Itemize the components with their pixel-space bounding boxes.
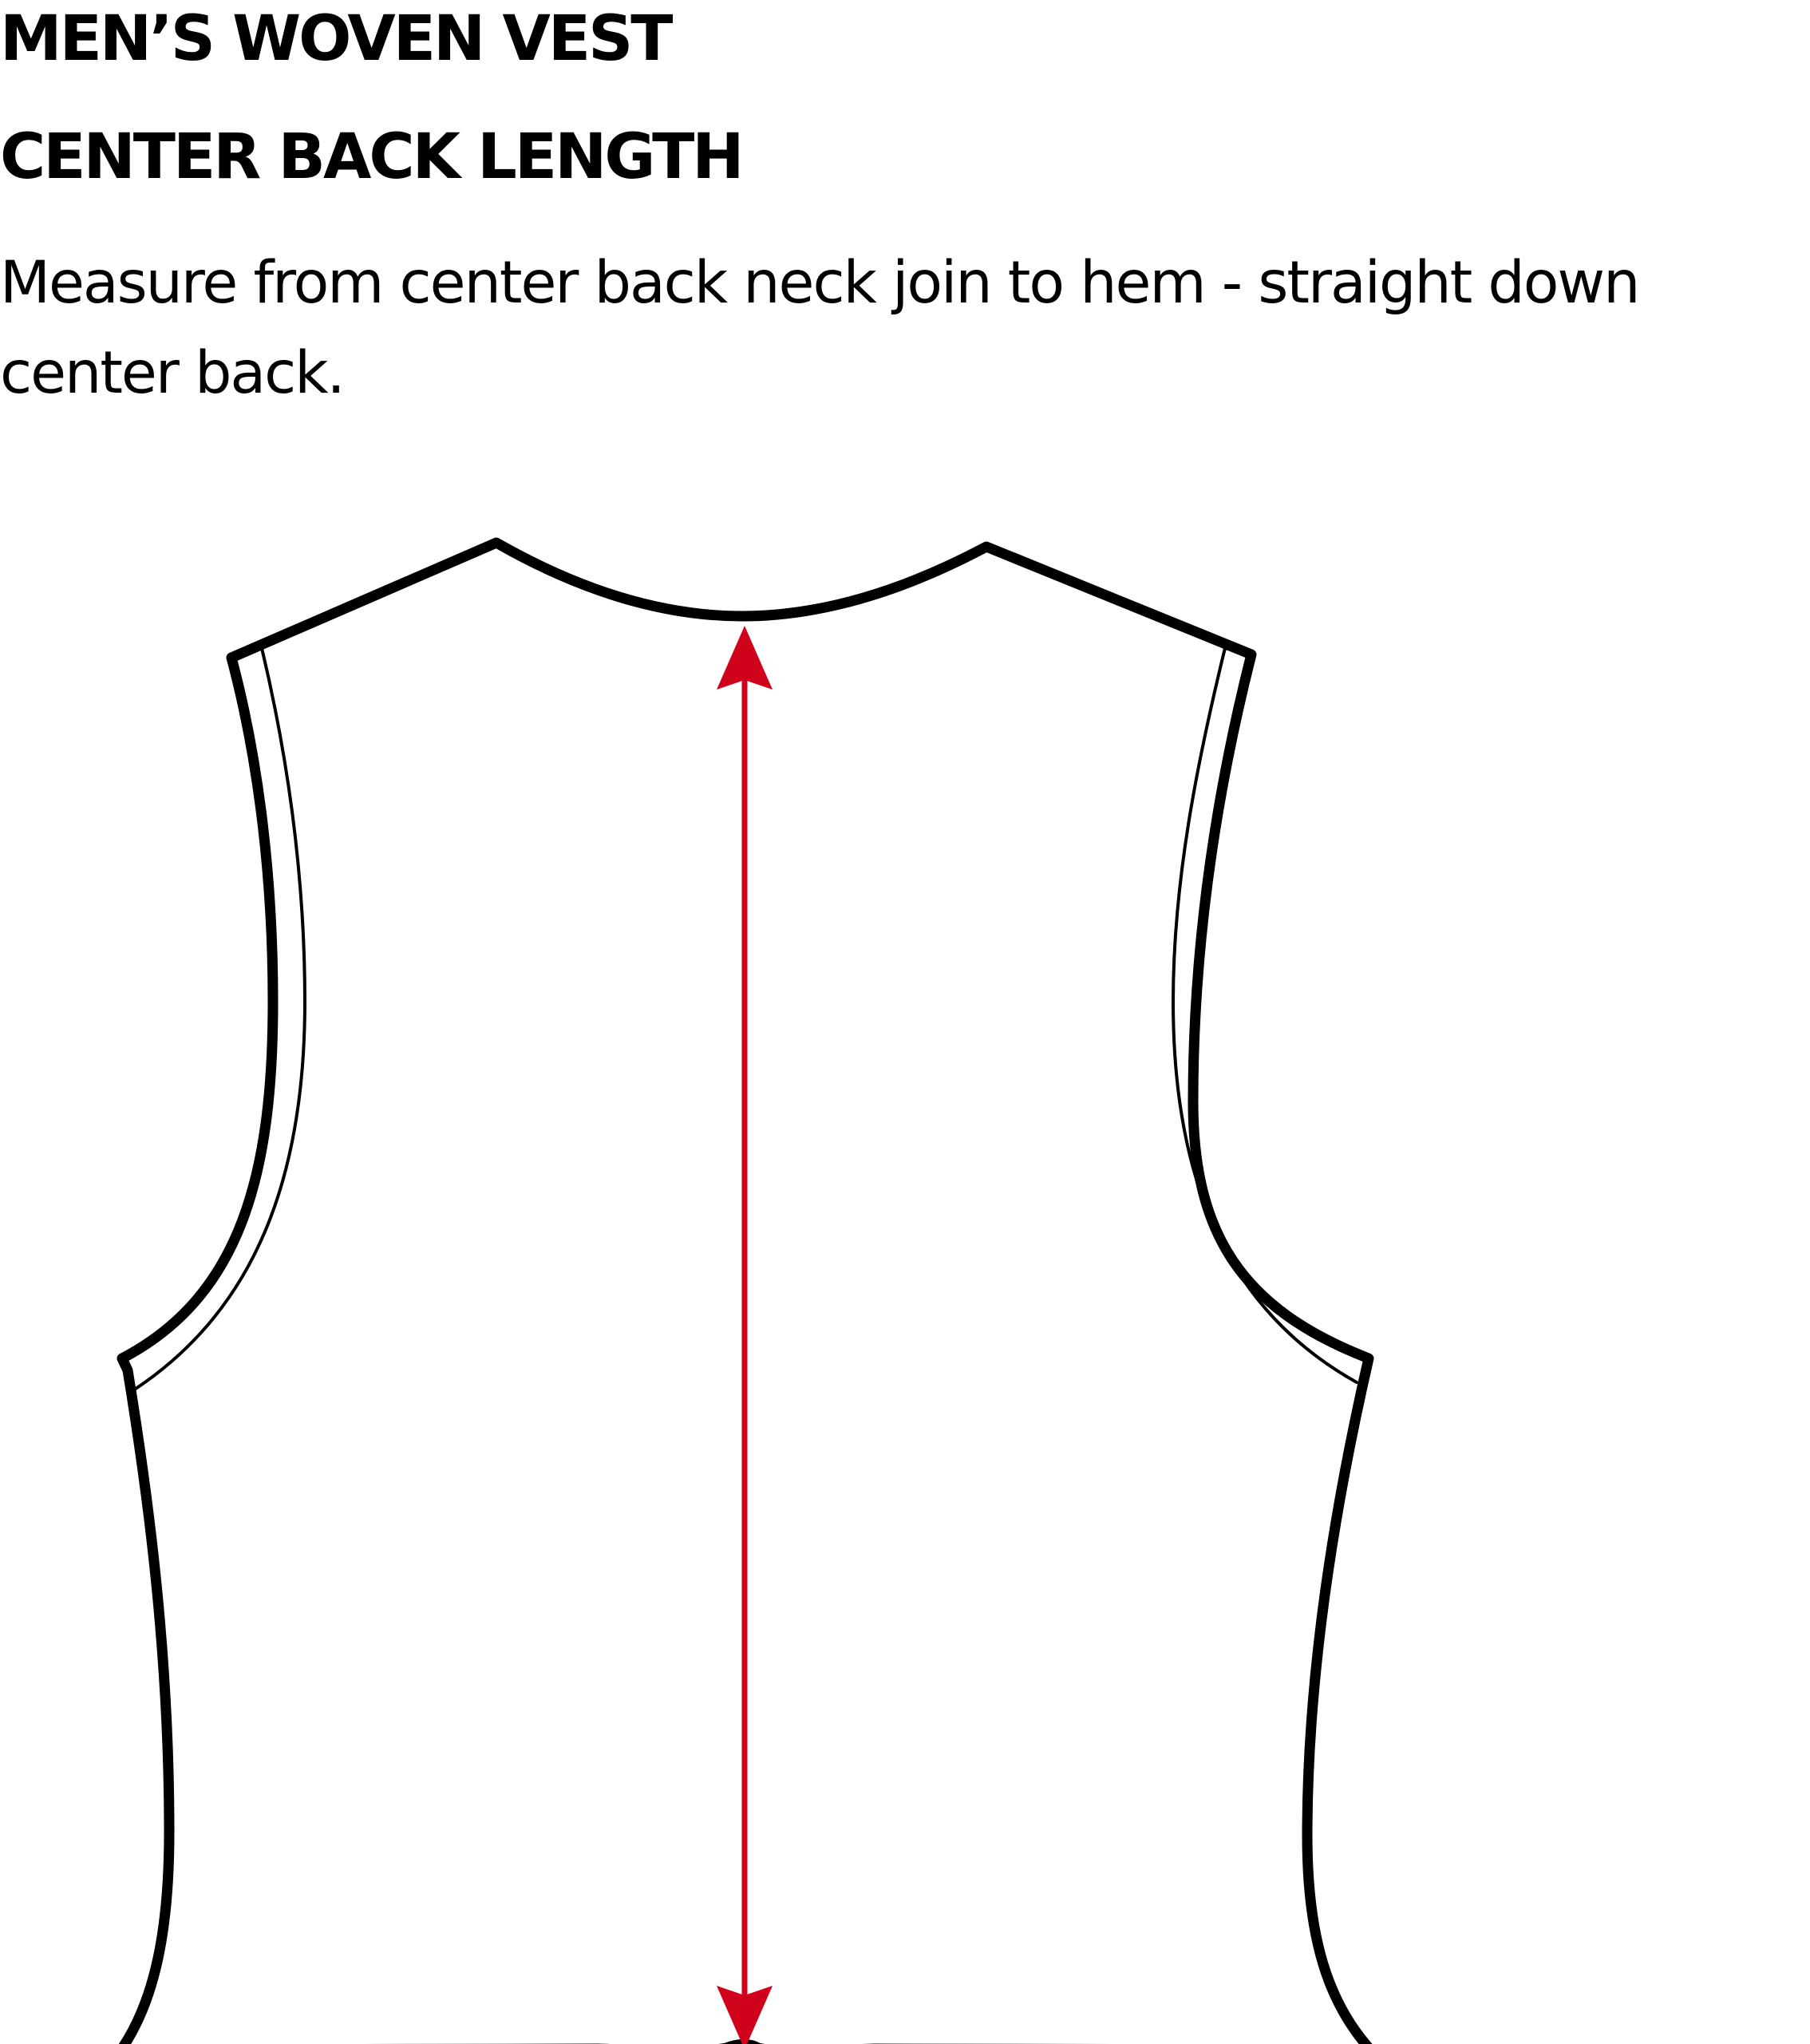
right-binding-end (1223, 646, 1253, 656)
vest-outline (117, 537, 1374, 2044)
arrowhead-bottom (717, 1986, 773, 2044)
measurement-title: CENTER BACK LENGTH (0, 121, 745, 193)
measurement-instructions: Measure from center back neck join to he… (0, 249, 1640, 407)
vest-body-outline (117, 537, 1374, 2044)
left-armhole-binding (134, 646, 306, 1390)
page-title: MEN’S WOVEN VEST (0, 3, 674, 75)
left-binding-end (230, 646, 263, 659)
center-back-length-arrow (717, 626, 773, 2044)
right-armhole-binding (1172, 646, 1358, 1384)
arrowhead-top (717, 626, 773, 690)
